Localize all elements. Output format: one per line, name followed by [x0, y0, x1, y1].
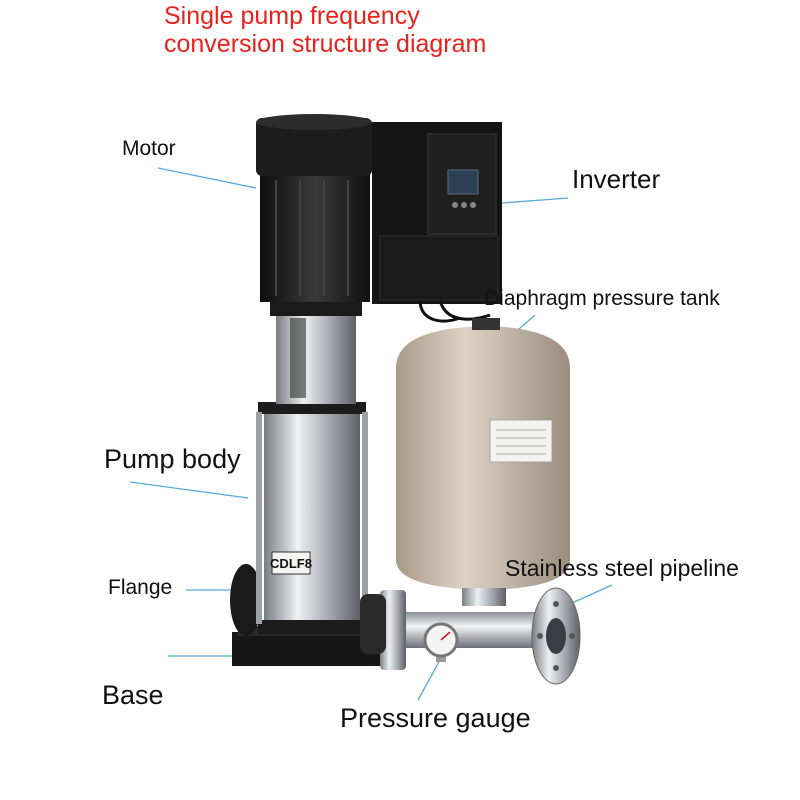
pressure-gauge	[423, 622, 459, 662]
label-diaphragm-tank: Diaphragm pressure tank	[484, 287, 720, 310]
label-base: Base	[102, 680, 164, 710]
label-inverter: Inverter	[572, 164, 661, 194]
label-motor: Motor	[122, 137, 176, 160]
motor	[256, 114, 372, 302]
stainless-pipeline	[360, 587, 581, 685]
label-pressure-gauge: Pressure gauge	[340, 703, 531, 733]
pump-model-plate: CDLF8	[270, 556, 312, 571]
flange-left	[230, 564, 262, 636]
label-pump-body: Pump body	[104, 444, 241, 474]
leader-line-inverter	[501, 197, 569, 204]
leader-line-pump-body	[129, 481, 249, 499]
leader-line-pipeline	[571, 584, 613, 604]
diaphragm-tank	[396, 318, 570, 606]
label-flange: Flange	[108, 576, 173, 599]
leader-line-gauge	[417, 659, 441, 701]
diagram-title: Single pump frequency conversion structu…	[164, 2, 487, 58]
label-pipeline: Stainless steel pipeline	[505, 555, 739, 581]
pump-coupling	[270, 298, 362, 404]
leader-line-motor	[157, 167, 257, 189]
pump-body: CDLF8	[256, 402, 368, 634]
inverter	[372, 122, 502, 323]
